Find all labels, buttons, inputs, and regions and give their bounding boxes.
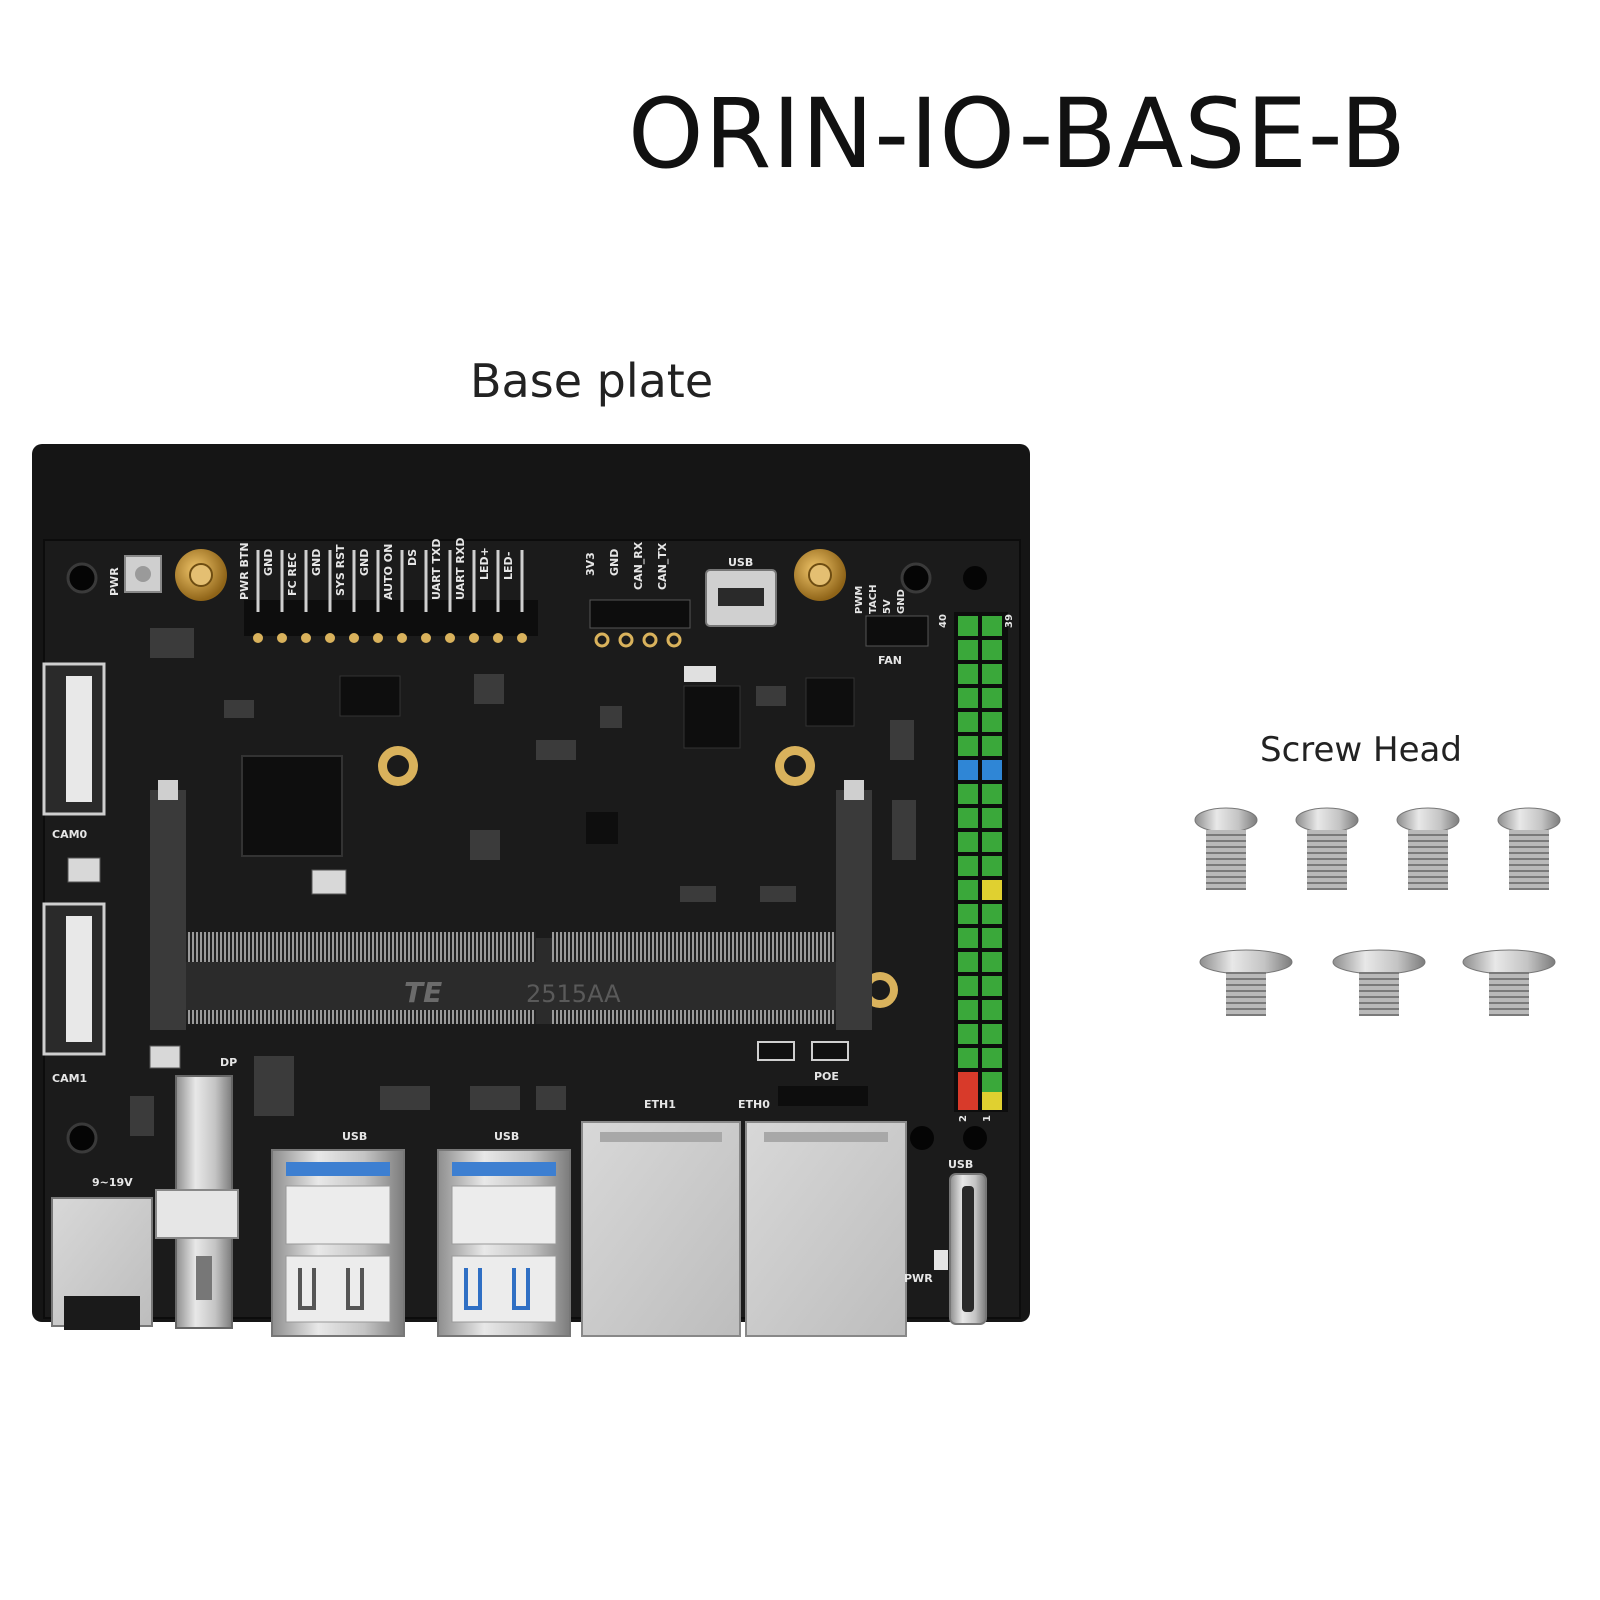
header-pin-label: UART RXD bbox=[454, 538, 467, 601]
header-pin-label: GND bbox=[262, 549, 275, 576]
screw bbox=[1462, 949, 1556, 1016]
can-pin-label: CAN_RX bbox=[632, 541, 645, 590]
fan-header: PWM TACH 5V GND FAN bbox=[854, 585, 929, 667]
gpio-pin-39-label: 39 bbox=[1004, 614, 1015, 628]
usb-top-label: USB bbox=[728, 556, 753, 569]
header-pin-label: FC REC bbox=[286, 553, 299, 596]
screw bbox=[1396, 807, 1460, 890]
fan-pin-label: TACH bbox=[868, 585, 879, 615]
can-pin-label: GND bbox=[608, 549, 621, 576]
base-plate-caption: Base plate bbox=[470, 354, 714, 408]
fan-pin-label: 5V bbox=[882, 599, 893, 614]
screw-set bbox=[1194, 807, 1561, 1016]
header-pin-label: LED- bbox=[502, 552, 515, 580]
ic-chips bbox=[67, 628, 916, 1136]
cam0-label: CAM0 bbox=[52, 828, 88, 841]
te-logo: TE bbox=[404, 976, 442, 1009]
usb-top-connector: USB bbox=[705, 556, 777, 627]
header-pin-label: SYS RST bbox=[334, 544, 347, 596]
can-pin-label: CAN_TX bbox=[656, 542, 669, 590]
power-button: PWR bbox=[108, 555, 162, 596]
screw bbox=[1497, 807, 1561, 890]
header-pin-label: GND bbox=[310, 549, 323, 576]
dp-label: DP bbox=[220, 1056, 237, 1069]
usb-a-ports-2: USB bbox=[437, 1130, 571, 1337]
gpio-header: 40 39 2 1 bbox=[938, 612, 1015, 1122]
usb-a2-label: USB bbox=[494, 1130, 519, 1143]
screw bbox=[1199, 949, 1293, 1016]
header-pin-label: LED+ bbox=[478, 547, 491, 580]
usb-c-label: USB bbox=[948, 1158, 973, 1171]
antenna-connectors bbox=[175, 549, 846, 601]
screw-head-caption: Screw Head bbox=[1260, 730, 1462, 770]
usb-a1-label: USB bbox=[342, 1130, 367, 1143]
eth1-label: ETH1 bbox=[644, 1098, 676, 1111]
gpio-pin-40-label: 40 bbox=[938, 614, 949, 628]
can-header: 3V3 GND CAN_RX CAN_TX bbox=[584, 541, 691, 648]
fan-pin-label: GND bbox=[896, 589, 907, 614]
ethernet-port-eth1: ETH1 bbox=[581, 1098, 741, 1337]
pwr-button-label: PWR bbox=[108, 567, 121, 596]
camera-connectors: CAM0 CAM1 bbox=[42, 662, 106, 1085]
screw bbox=[1194, 807, 1258, 890]
usb-c-port: USB PWR bbox=[904, 1158, 987, 1325]
header-pin-label: AUTO ON bbox=[382, 544, 395, 600]
pwr-led-label: PWR bbox=[904, 1272, 933, 1285]
displayport-connector: DP bbox=[155, 1056, 239, 1329]
dc-power-jack: 9~19V bbox=[51, 1176, 153, 1330]
button-header: PWR BTN GND FC REC GND SYS RST GND AUTO … bbox=[238, 538, 538, 643]
ethernet-port-eth0: ETH0 bbox=[738, 1098, 907, 1337]
poe-label: POE bbox=[814, 1070, 839, 1083]
fan-label: FAN bbox=[878, 654, 902, 667]
gpio-pin-2-label: 2 bbox=[958, 1115, 969, 1122]
power-input-label: 9~19V bbox=[92, 1176, 133, 1189]
usb-a-ports-1: USB bbox=[271, 1130, 405, 1337]
product-title: ORIN-IO-BASE-B bbox=[628, 78, 1407, 190]
poe-header: POE bbox=[757, 1041, 868, 1106]
gpio-pin-1-label: 1 bbox=[982, 1115, 993, 1122]
eth0-label: ETH0 bbox=[738, 1098, 770, 1111]
header-pin-label: PWR BTN bbox=[238, 542, 251, 600]
mounting-holes bbox=[66, 562, 987, 1154]
header-pin-label: GND bbox=[358, 549, 371, 576]
cam1-label: CAM1 bbox=[52, 1072, 87, 1085]
sodimm-connector: TE 2515AA bbox=[150, 780, 872, 1030]
connector-part-number: 2515AA bbox=[526, 980, 621, 1008]
screw bbox=[1295, 807, 1359, 890]
header-pin-label: DS bbox=[406, 549, 419, 566]
can-pin-label: 3V3 bbox=[584, 552, 597, 576]
screw bbox=[1332, 949, 1426, 1016]
header-pin-label: UART TXD bbox=[430, 538, 443, 600]
fan-pin-label: PWM bbox=[854, 586, 865, 614]
